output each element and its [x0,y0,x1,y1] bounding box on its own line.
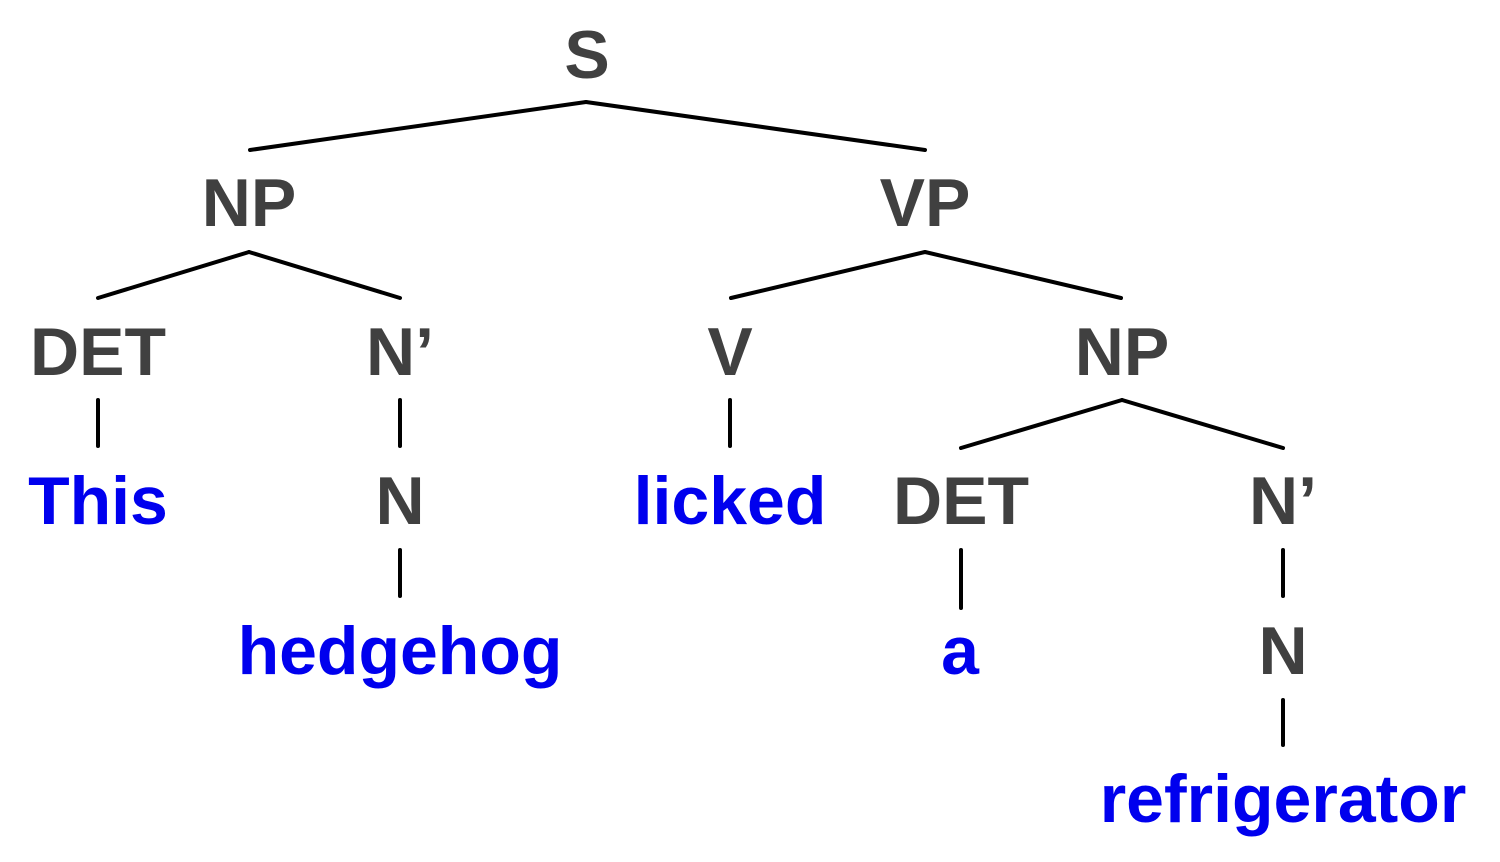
node-n-subject: N [375,463,424,539]
edge-np2-nbar [1120,398,1285,450]
tree-labels: S NP VP DET N’ V NP This N licked DET N’… [28,17,1466,837]
node-n-object: N [1258,613,1307,689]
node-vp: VP [880,165,971,241]
tree-edges [96,100,1285,747]
node-np-subject: NP [202,165,296,241]
word-hedgehog: hedgehog [238,613,563,689]
node-v: V [707,314,752,390]
edge-np2-det [959,398,1124,450]
node-det-subject: DET [30,314,166,390]
edge-np-det [96,250,251,300]
word-refrigerator: refrigerator [1100,761,1467,837]
node-s: S [564,17,609,93]
edge-s-vp [584,100,927,152]
node-np-object: NP [1075,314,1169,390]
word-licked: licked [634,463,827,539]
edge-s-np [248,100,588,152]
word-a: a [941,613,980,689]
word-this: This [28,463,168,539]
edge-np-nbar [247,250,402,300]
edge-vp-np [923,250,1123,300]
edge-vp-v [729,250,927,300]
node-nbar-object: N’ [1249,463,1317,539]
node-det-object: DET [893,463,1029,539]
node-nbar-subject: N’ [366,314,434,390]
